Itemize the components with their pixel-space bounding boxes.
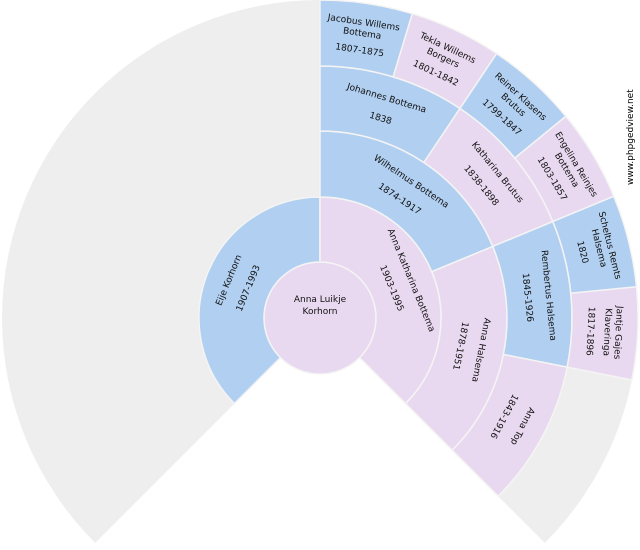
person-name: Anna Luikje	[294, 295, 347, 305]
watermark: www.phpgedview.net	[626, 89, 636, 185]
person-name: Jantje Gajes	[611, 305, 624, 360]
person-dates: 1845-1926	[520, 273, 535, 323]
person-sector[interactable]	[451, 353, 569, 498]
person-name: Klaveringa	[600, 308, 612, 356]
person-sector[interactable]	[566, 286, 639, 381]
person-sector[interactable]	[198, 196, 321, 405]
person-name: Korhorn	[303, 307, 338, 317]
person-dates: 1817-1896	[583, 307, 595, 357]
